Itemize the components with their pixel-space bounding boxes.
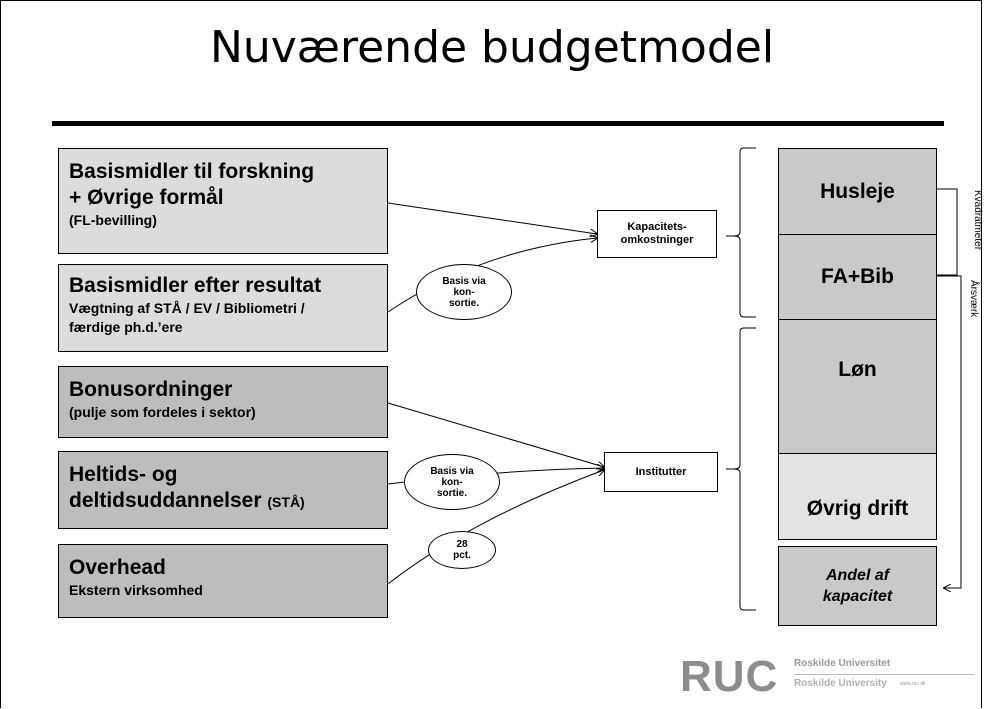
- box-bonusordninger: Bonusordninger (pulje som fordeles i sek…: [58, 366, 388, 438]
- brace-top: [726, 147, 756, 318]
- lon-label: Løn: [838, 358, 877, 381]
- andel-l2: kapacitet: [822, 588, 893, 605]
- box-heltid-deltid: Heltids- og deltidsuddannelser (STÅ): [58, 451, 388, 529]
- box-heltid-deltid-line2: deltidsuddannelser: [69, 489, 262, 512]
- box-basismidler-resultat-sub2: færdige ph.d.’ere: [69, 319, 183, 335]
- box-heltid-deltid-line2-wrap: deltidsuddannelser (STÅ): [69, 488, 377, 515]
- ruc-logo-divider: [794, 674, 974, 675]
- ellipse-2-l2: kon-: [441, 476, 463, 488]
- box-husleje: Husleje: [778, 148, 937, 235]
- ovrig-drift-label: Øvrig drift: [806, 497, 909, 520]
- ruc-logo: RUC Roskilde Universitet Roskilde Univer…: [680, 652, 980, 702]
- box-ovrig-drift: Øvrig drift: [778, 453, 937, 540]
- ellipse-2-l3: sortie.: [436, 487, 467, 499]
- box-overhead: Overhead Ekstern virksomhed: [58, 544, 388, 618]
- box-basismidler-resultat-sub1: Vægtning af STÅ / EV / Bibliometri /: [69, 300, 305, 316]
- box-basismidler-resultat: Basismidler efter resultat Vægtning af S…: [58, 264, 388, 352]
- bracket-kvadratmeter: [937, 188, 958, 276]
- box-bonusordninger-sub: (pulje som fordeles i sektor): [69, 404, 256, 420]
- ruc-logo-url: www.ruc.dk: [900, 681, 926, 687]
- line-basis-forskning-to-kapacitet: [387, 202, 597, 234]
- title-rule: [52, 121, 944, 126]
- box-bonusordninger-line1: Bonusordninger: [69, 378, 233, 401]
- box-overhead-sub: Ekstern virksomhed: [69, 582, 203, 598]
- fa-bib-label: FA+Bib: [821, 265, 894, 288]
- line-basis-resultat-to-kapacitet: [387, 238, 597, 313]
- box-basismidler-resultat-line1: Basismidler efter resultat: [69, 274, 322, 297]
- line-overhead-to-institutter: [387, 470, 604, 585]
- ellipse-1-l1: Basis via: [442, 275, 486, 287]
- box-overhead-line1: Overhead: [69, 556, 166, 579]
- ellipse-2-l1: Basis via: [430, 465, 474, 477]
- box-institutter: Institutter: [604, 452, 718, 492]
- bracket-arsvaerk: [937, 275, 962, 588]
- ellipse-1-l3: sortie.: [448, 297, 479, 309]
- kapacitet-l1: Kapacitets-: [627, 221, 687, 233]
- box-heltid-deltid-line1: Heltids- og: [69, 463, 178, 486]
- andel-l1: Andel af: [825, 567, 890, 584]
- ruc-logo-line2: Roskilde University: [794, 678, 887, 689]
- ellipse-3-l2: pct.: [453, 550, 471, 561]
- label-arsvaerk: Årsværk: [968, 280, 979, 318]
- box-kapacitetsomkostninger: Kapacitets-omkostninger: [597, 210, 717, 258]
- box-basismidler-forskning-line1: Basismidler til forskning: [69, 160, 315, 183]
- brace-bottom: [726, 327, 756, 611]
- ruc-logo-line1: Roskilde Universitet: [794, 658, 891, 669]
- ellipse-1-l2: kon-: [453, 286, 475, 298]
- box-basismidler-forskning-sub: (FL-bevilling): [69, 212, 157, 228]
- line-bonus-to-institutter: [387, 402, 604, 467]
- box-lon: Løn: [778, 319, 937, 454]
- ellipse-3-l1: 28: [456, 539, 468, 550]
- box-heltid-deltid-suffix: (STÅ): [267, 494, 305, 510]
- institutter-label: Institutter: [635, 465, 687, 478]
- box-basismidler-forskning: Basismidler til forskning + Øvrige formå…: [58, 148, 388, 254]
- kapacitet-l2: omkostninger: [620, 234, 694, 246]
- box-andel-af-kapacitet: Andel af kapacitet: [778, 546, 937, 626]
- ruc-logo-mark: RUC: [680, 652, 779, 701]
- husleje-label: Husleje: [820, 179, 895, 203]
- slide-title: Nuværende budgetmodel: [209, 22, 775, 73]
- box-basismidler-forskning-line2: + Øvrige formål: [69, 186, 224, 209]
- box-fa-bib: FA+Bib: [778, 234, 937, 320]
- label-kvadratmeter: Kvadratmeter: [972, 190, 983, 251]
